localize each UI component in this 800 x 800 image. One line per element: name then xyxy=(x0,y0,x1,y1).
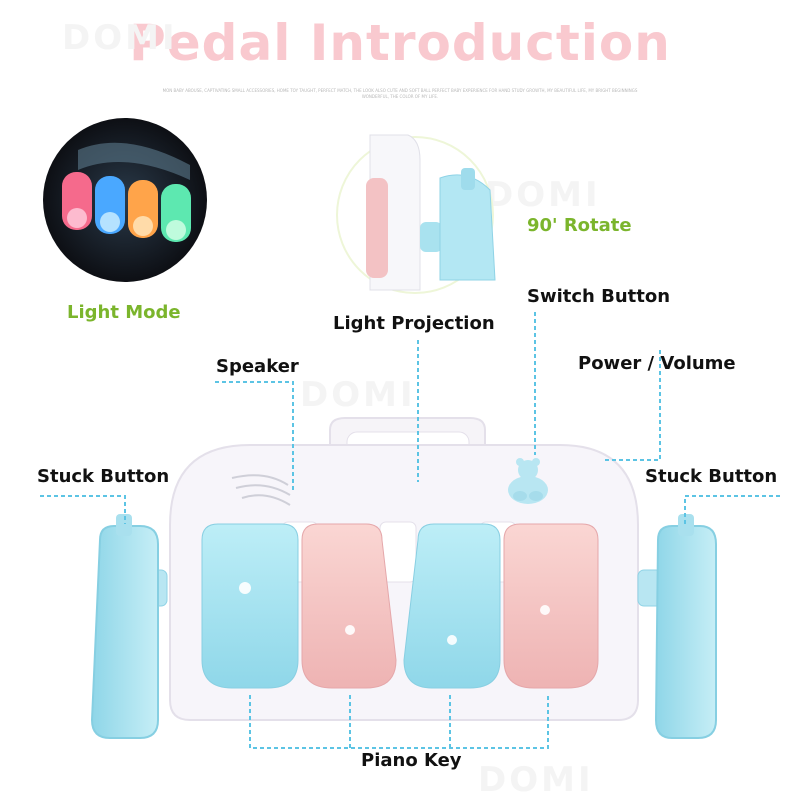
watermark: DOMI xyxy=(300,375,416,415)
left-side-piece xyxy=(90,514,168,739)
light-mode-label: Light Mode xyxy=(67,302,181,323)
power-volume-label: Power / Volume xyxy=(578,353,736,374)
rotate-label: 90' Rotate xyxy=(527,215,632,236)
page-title: Pedal Introduction xyxy=(129,14,671,72)
stuck-button-right-label: Stuck Button xyxy=(645,466,778,487)
piano-body xyxy=(169,417,639,721)
light-projection-label: Light Projection xyxy=(333,313,495,334)
right-side-piece xyxy=(637,514,717,739)
rotate-photo xyxy=(336,134,496,294)
watermark: DOMI xyxy=(62,18,178,58)
light-mode-photo xyxy=(43,118,207,282)
switch-button-label: Switch Button xyxy=(527,286,671,307)
watermark: DOMI xyxy=(485,175,601,215)
stuck-button-left-label: Stuck Button xyxy=(37,466,170,487)
bear-switch-icon xyxy=(508,458,548,504)
leader-lines xyxy=(40,312,780,749)
page-subtitle: MON BABY ABOUSE, CAPTIVATING SMALL ACCES… xyxy=(162,88,638,99)
speaker-label: Speaker xyxy=(216,356,299,377)
watermark: DOMI xyxy=(478,760,594,800)
piano-key-label: Piano Key xyxy=(361,750,462,771)
